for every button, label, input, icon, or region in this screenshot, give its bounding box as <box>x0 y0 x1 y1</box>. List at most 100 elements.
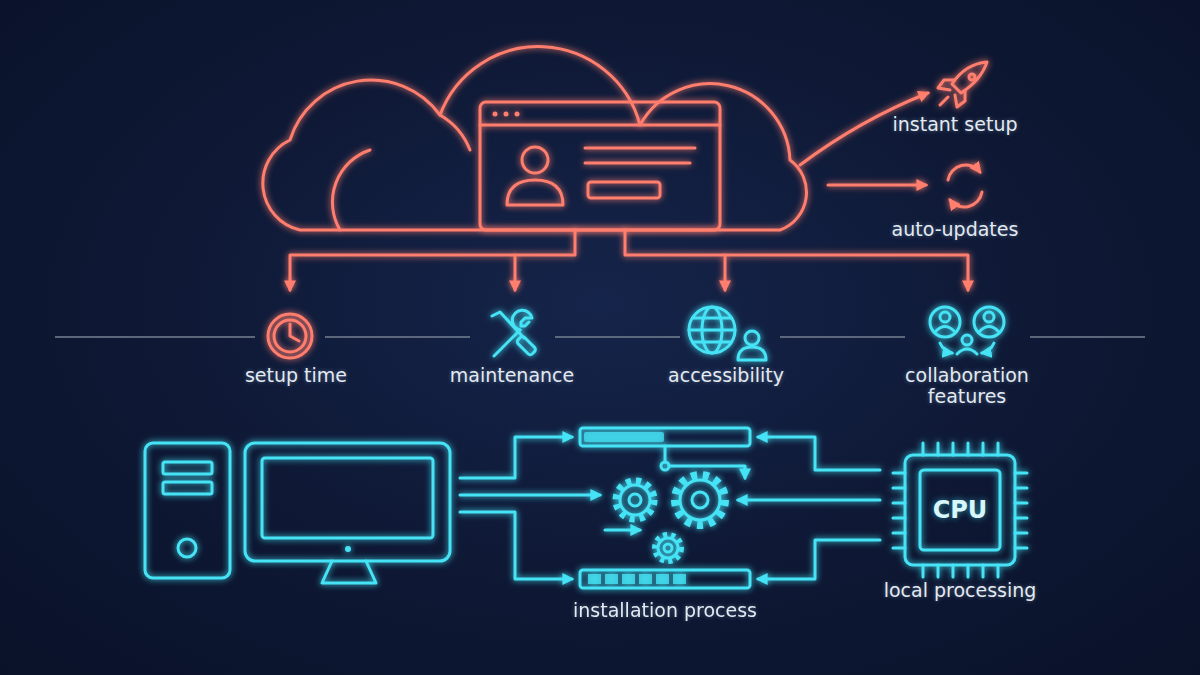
globe-icon <box>693 318 731 342</box>
cloud-arrows <box>724 255 727 290</box>
divider-line <box>780 336 905 338</box>
chip-pin <box>937 565 940 577</box>
chip-pin <box>893 472 905 475</box>
rocket-icon <box>940 97 948 105</box>
install-arrows <box>664 446 667 462</box>
tools-icon <box>492 312 524 338</box>
collaboration-icon <box>980 327 998 332</box>
progress-bars <box>588 574 601 584</box>
chip-pin <box>1015 487 1027 490</box>
browser-window <box>480 102 720 230</box>
cloud <box>263 47 807 230</box>
chip-pin <box>982 565 985 577</box>
gears <box>664 544 672 552</box>
refresh-icon <box>948 165 980 180</box>
tools-icon <box>516 335 537 356</box>
browser-window <box>480 102 720 230</box>
computer-tower <box>145 443 230 578</box>
monitor <box>245 443 450 561</box>
refresh-icon <box>948 165 982 207</box>
install-arrows <box>738 499 880 502</box>
chip-pin <box>997 565 1000 577</box>
chip-pin <box>893 517 905 520</box>
clock-icon <box>268 314 312 358</box>
install-arrows <box>460 437 880 579</box>
chip-pin <box>952 443 955 455</box>
computer-tower <box>163 462 212 474</box>
cloud-arrows <box>828 184 926 187</box>
monitor <box>322 561 376 583</box>
install-arrows <box>460 512 572 579</box>
cloud <box>332 150 370 230</box>
chip-outline <box>893 443 1027 577</box>
gears <box>680 480 720 520</box>
divider-line <box>555 336 680 338</box>
icon-label: collaboration features <box>887 365 1047 407</box>
collaboration-icon <box>930 307 960 337</box>
clock-icon <box>274 320 306 352</box>
computer-tower <box>145 443 230 578</box>
cpu-chip: CPU local processing <box>865 440 1055 610</box>
install-arrows <box>460 494 600 497</box>
progress-bars <box>639 574 652 584</box>
chip-pin <box>922 565 925 577</box>
browser-window <box>522 147 548 173</box>
computer-tower <box>163 482 212 494</box>
chip-pin <box>1015 547 1027 550</box>
browser-window <box>480 124 720 127</box>
progress-bars <box>605 574 618 584</box>
icon-label: auto-updates <box>845 219 1065 240</box>
cloud-arrows <box>514 255 517 290</box>
collaboration-icon <box>962 335 972 345</box>
chip-core <box>920 470 1000 550</box>
browser-window <box>585 147 695 150</box>
chip-pin <box>1015 517 1027 520</box>
rocket-icon <box>969 74 975 80</box>
rocket-icon <box>938 80 954 90</box>
globe-icon <box>689 307 766 360</box>
chip-body <box>905 455 1015 565</box>
browser-window <box>507 180 563 205</box>
chip-pin <box>893 502 905 505</box>
divider-line <box>325 336 470 338</box>
divider-line <box>55 336 255 338</box>
divider-line <box>1030 336 1145 338</box>
collaboration-icon <box>974 307 1004 337</box>
browser-window <box>515 112 520 117</box>
gears <box>675 475 725 525</box>
collaboration-icon <box>940 343 952 353</box>
chip-pin <box>967 565 970 577</box>
icon-label: accessibility <box>626 365 826 386</box>
chip-pin <box>1015 472 1027 475</box>
monitor <box>345 546 351 552</box>
chip-pin <box>893 487 905 490</box>
collaboration-icon <box>936 327 954 332</box>
chip-pin <box>922 443 925 455</box>
progress-bars <box>584 432 664 442</box>
progress-bars <box>580 570 750 588</box>
cloud <box>263 47 807 230</box>
icon-label: instant setup <box>845 114 1065 135</box>
rocket-icon <box>938 62 987 107</box>
gears <box>616 475 725 561</box>
install-arrows <box>758 437 880 470</box>
install-arrows <box>605 529 640 532</box>
install-arrows <box>758 540 880 579</box>
chip-pin <box>893 547 905 550</box>
install-arrows <box>460 437 572 478</box>
clock-icon <box>268 314 312 358</box>
globe-icon <box>738 347 766 360</box>
node-caption: local processing <box>865 580 1055 601</box>
chip-pin <box>893 532 905 535</box>
chip-label: CPU <box>920 490 1000 530</box>
collaboration-icon <box>930 307 1004 354</box>
refresh-icon <box>950 192 982 207</box>
browser-window <box>588 182 660 198</box>
icon-label: maintenance <box>412 365 612 386</box>
rocket-icon <box>952 62 987 93</box>
gears <box>616 481 654 519</box>
chip-pin <box>982 443 985 455</box>
globe-icon <box>689 307 735 353</box>
rocket-icon <box>955 91 965 107</box>
gears <box>655 535 681 561</box>
